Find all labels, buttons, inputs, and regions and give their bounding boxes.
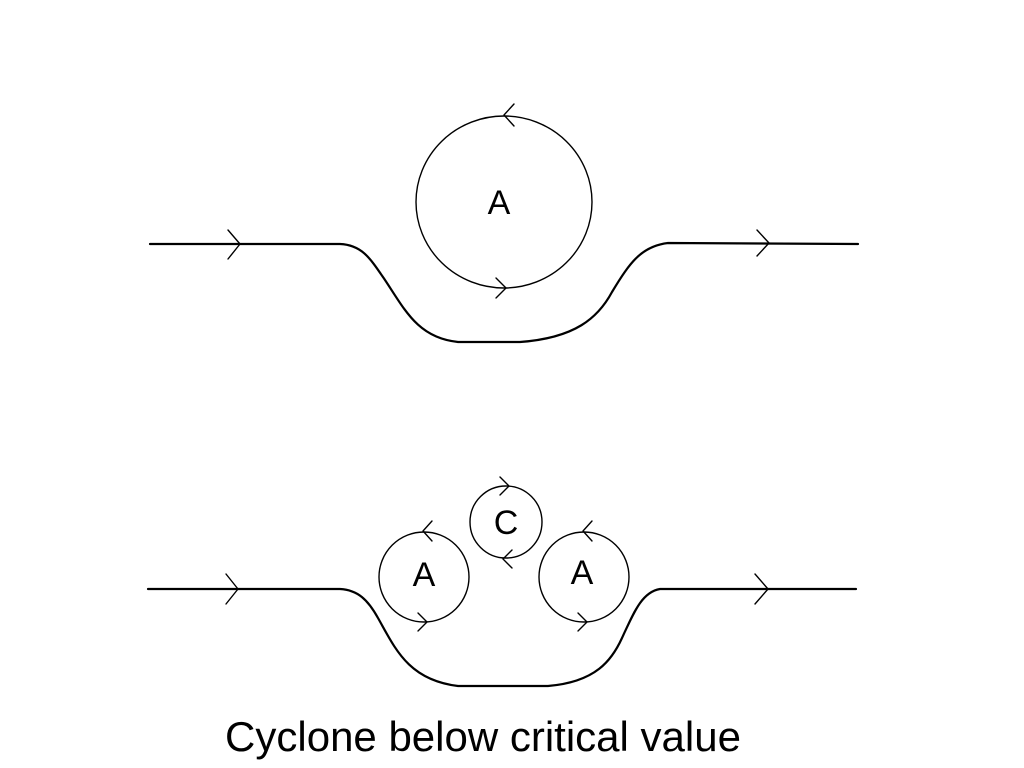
bottom-anticyclone-eddy-right: A xyxy=(538,520,630,632)
top-streamline-arrow-right xyxy=(756,229,770,257)
bottom-panel: A C A xyxy=(146,476,858,688)
bottom-left-eddy-arrow-top xyxy=(422,520,433,542)
top-eddy-arrow-bottom xyxy=(495,277,507,299)
bottom-left-eddy-label: A xyxy=(413,556,436,594)
bottom-anticyclone-eddy-left: A xyxy=(378,520,470,632)
top-streamline xyxy=(148,241,860,344)
top-eddy-label: A xyxy=(488,184,511,222)
bottom-right-eddy-arrow-top xyxy=(582,520,593,542)
bottom-center-eddy-arrow-bottom xyxy=(502,549,513,569)
bottom-center-eddy-arrow-top xyxy=(499,476,510,496)
bottom-streamline-arrow-left xyxy=(225,573,239,605)
top-eddy-arrow-top xyxy=(503,103,515,127)
bottom-center-eddy-circle xyxy=(469,485,543,559)
bottom-streamline xyxy=(146,587,858,688)
bottom-left-eddy-arrow-bottom xyxy=(417,612,428,632)
top-anticyclone-eddy: A xyxy=(415,103,593,299)
bottom-cyclone-eddy: C xyxy=(469,476,543,569)
bottom-center-eddy-label: C xyxy=(494,504,519,542)
bottom-right-eddy-arrow-bottom xyxy=(577,612,588,632)
bottom-streamline-arrow-right xyxy=(754,573,769,605)
bottom-right-eddy-label: A xyxy=(571,554,594,592)
top-panel: A xyxy=(148,103,860,344)
diagram-caption: Cyclone below critical value xyxy=(225,713,741,760)
top-streamline-arrow-left xyxy=(227,229,241,260)
